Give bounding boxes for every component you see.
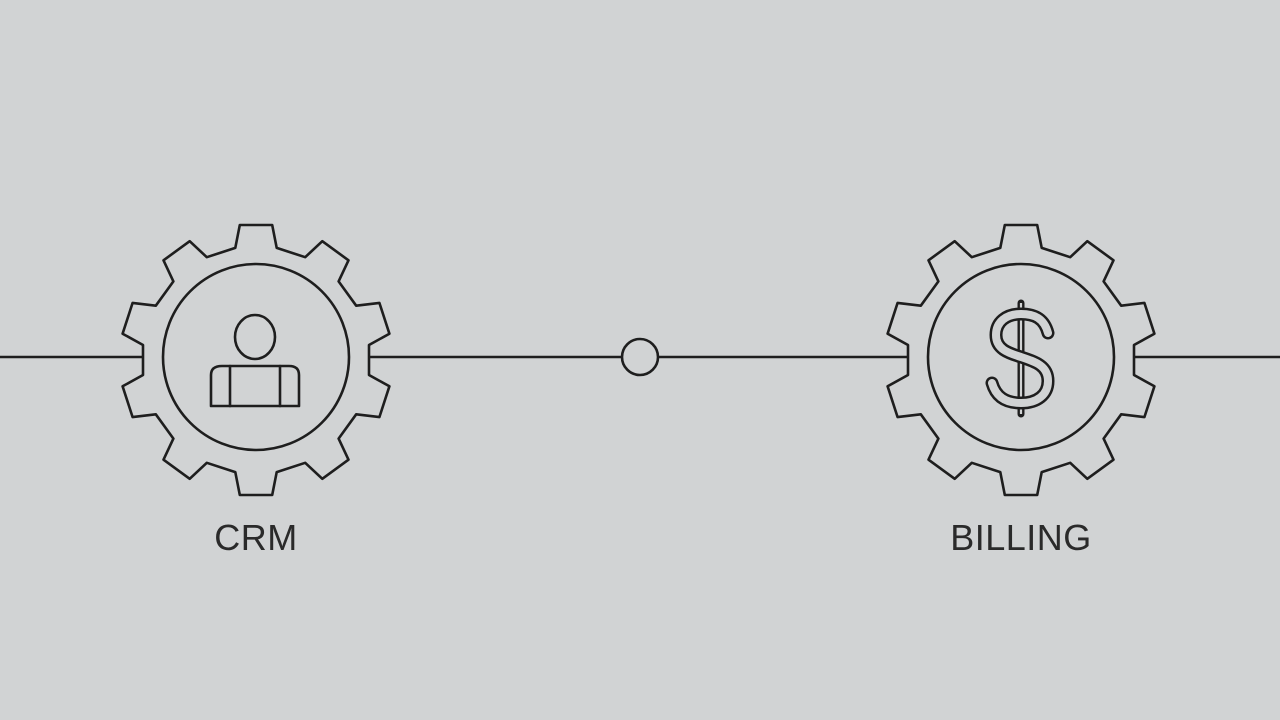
crm-label: CRM [214, 517, 297, 558]
crm-inner-ring [161, 262, 351, 452]
billing-inner-ring [926, 262, 1116, 452]
billing-node: BILLING [886, 223, 1156, 558]
dollar-sign-icon [985, 299, 1055, 418]
junction-circle-icon [620, 337, 660, 377]
person-icon [209, 313, 301, 408]
crm-node: CRM [121, 223, 391, 558]
billing-label: BILLING [950, 517, 1092, 558]
